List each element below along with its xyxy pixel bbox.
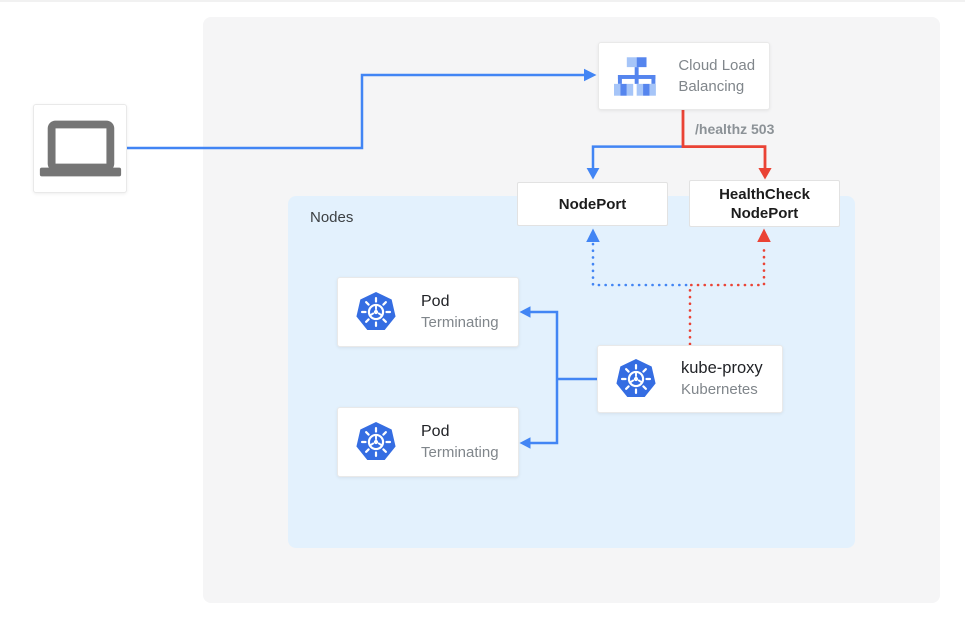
kubernetes-icon: [616, 358, 656, 398]
healthcheck-nodeport-node: HealthCheck NodePort: [689, 180, 840, 227]
nodeport-node: NodePort: [517, 182, 668, 226]
top-divider: [0, 0, 965, 2]
kubernetes-icon: [356, 421, 396, 461]
kubeproxy-to-nodeport-dotted-arrow: [586, 228, 690, 287]
laptop-icon: [39, 120, 122, 177]
kube-proxy-sublabel: Kubernetes: [681, 381, 758, 398]
kubeproxy-to-healthcheck-dotted-arrow: [688, 228, 771, 346]
pod-status-label: Terminating: [421, 314, 499, 331]
pod-label: Pod: [421, 423, 450, 440]
healthz-status-label: /healthz 503: [695, 121, 775, 137]
load-balancer-label: Cloud Load Balancing: [678, 57, 756, 95]
nodes-label: Nodes: [310, 209, 354, 226]
cloud-load-balancing-node: Cloud Load Balancing: [598, 42, 770, 110]
pod-terminating-node-2: Pod Terminating: [337, 407, 519, 477]
kubeproxy-to-pods-arrows: [519, 306, 597, 449]
pod-terminating-node-1: Pod Terminating: [337, 277, 519, 347]
client-node: [33, 104, 127, 193]
load-balancer-icon: [614, 57, 656, 96]
nodeport-label: NodePort: [558, 195, 627, 213]
pod-status-label: Terminating: [421, 444, 499, 461]
pod-label: Pod: [421, 293, 450, 310]
kube-proxy-label: kube-proxy: [681, 359, 763, 377]
client-to-lb-arrow: [127, 68, 597, 150]
kube-proxy-node: kube-proxy Kubernetes: [597, 345, 783, 413]
lb-to-nodeport-arrow: [586, 145, 684, 180]
lb-to-healthcheck-arrow: [681, 110, 772, 180]
kubernetes-icon: [356, 291, 396, 331]
healthcheck-nodeport-label: HealthCheck NodePort: [719, 185, 810, 222]
